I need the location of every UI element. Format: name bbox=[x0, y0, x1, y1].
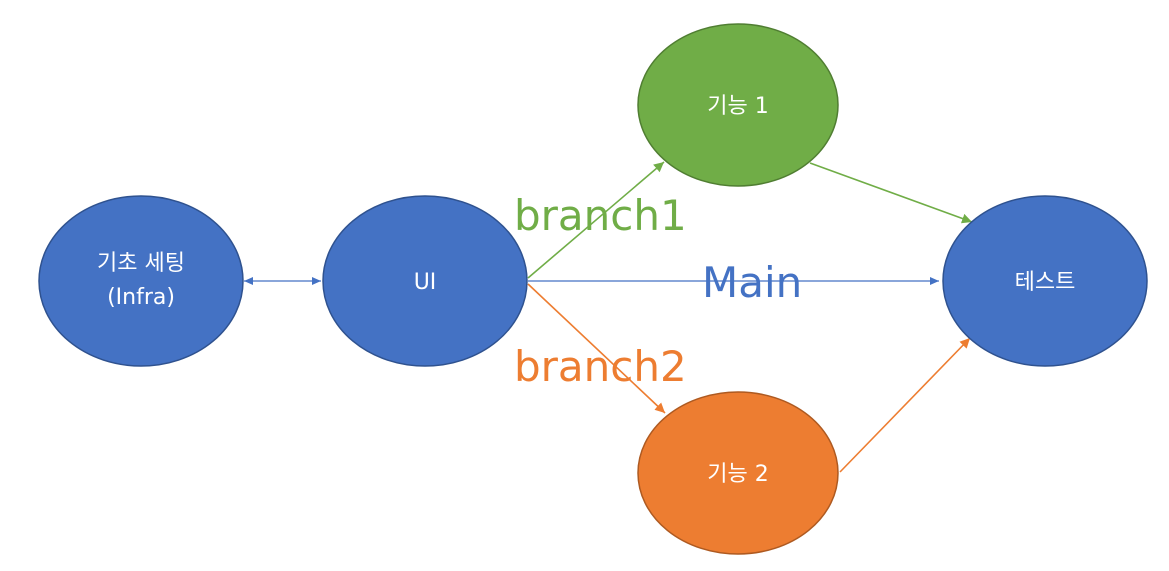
node-infra bbox=[38, 195, 244, 367]
node-infra-label-line2: (Infra) bbox=[107, 285, 175, 310]
node-ui bbox=[322, 195, 528, 367]
edge-feature2-test bbox=[839, 337, 971, 473]
node-test-label: 테스트 bbox=[1015, 270, 1076, 295]
node-ui-label: UI bbox=[414, 270, 437, 295]
edge-branch2 bbox=[527, 283, 666, 414]
node-feature2 bbox=[637, 391, 839, 555]
edge-label-branch1: branch1 bbox=[514, 191, 687, 240]
node-feature1-label: 기능 1 bbox=[707, 94, 768, 119]
edge-branch1 bbox=[527, 161, 665, 279]
node-infra-label-line1: 기초 세팅 bbox=[97, 251, 185, 276]
node-test bbox=[942, 195, 1148, 367]
node-feature1 bbox=[637, 23, 839, 187]
edge-feature1-test bbox=[809, 162, 973, 224]
edge-label-main: Main bbox=[702, 258, 802, 307]
node-feature2-label: 기능 2 bbox=[707, 462, 768, 487]
edge-label-branch2: branch2 bbox=[514, 342, 687, 391]
